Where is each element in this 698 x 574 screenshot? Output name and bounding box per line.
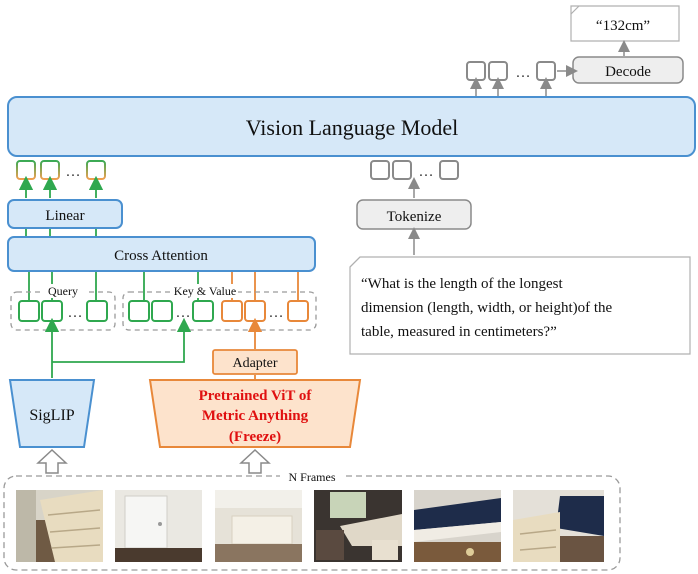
text-token — [370, 160, 390, 180]
question-note: “What is the length of the longest dimen… — [349, 256, 691, 355]
output-token — [488, 61, 508, 81]
video-frame-2 — [115, 490, 202, 562]
video-frame-6 — [513, 490, 604, 562]
output-token — [466, 61, 486, 81]
key-value-label: Key & Value — [174, 284, 236, 298]
kv-token — [151, 300, 173, 322]
tokenize-label: Tokenize — [387, 209, 442, 225]
cross-attention-label: Cross Attention — [114, 248, 208, 264]
kv-ellipsis: … — [176, 305, 191, 321]
video-frame-4 — [314, 490, 402, 562]
kv-token — [128, 300, 150, 322]
cross-attention-box: Cross Attention — [7, 236, 316, 272]
frames-to-vit-arrow — [239, 448, 271, 474]
text-token — [439, 160, 459, 180]
video-frame-5 — [414, 490, 501, 562]
output-token — [536, 61, 556, 81]
tokenize-box: Tokenize — [356, 199, 472, 230]
vit-line: Pretrained ViT of — [199, 388, 313, 404]
decode-label: Decode — [605, 64, 651, 80]
question-line: table, measured in centimeters?” — [361, 324, 557, 340]
text-tokens: … — [370, 160, 459, 180]
kv-ellipsis: … — [269, 305, 284, 321]
video-frame-1 — [16, 490, 103, 562]
vlm-label: Vision Language Model — [246, 115, 459, 140]
key-value-group: Key & Value … … — [122, 284, 317, 331]
text-token-ellipsis: … — [419, 164, 434, 180]
visual-token — [40, 160, 60, 180]
query-ellipsis: … — [68, 305, 83, 321]
vit-block: Pretrained ViT of Metric Anything (Freez… — [148, 379, 362, 448]
output-ellipsis: … — [516, 65, 531, 81]
visual-token-ellipsis: … — [66, 164, 81, 180]
query-token — [41, 300, 63, 322]
adapter-label: Adapter — [232, 356, 277, 371]
frames-group: N Frames — [3, 469, 621, 571]
frames-to-siglip-arrow — [36, 448, 68, 474]
siglip-block: SigLIP — [8, 379, 96, 448]
answer-note: “132cm” — [570, 5, 680, 42]
answer-text: “132cm” — [596, 18, 650, 34]
vit-line: (Freeze) — [229, 429, 281, 445]
visual-token — [86, 160, 106, 180]
linear-label: Linear — [45, 208, 84, 224]
query-token — [18, 300, 40, 322]
siglip-to-kv-arrow — [52, 317, 192, 363]
siglip-label: SigLIP — [29, 407, 74, 424]
kv-token — [244, 300, 266, 322]
visual-tokens: … — [16, 160, 106, 180]
output-tokens: … — [466, 61, 556, 81]
query-label: Query — [48, 284, 78, 298]
video-frame-3 — [215, 490, 302, 562]
linear-box: Linear — [7, 199, 123, 229]
question-line: dimension (length, width, or height)of t… — [361, 300, 613, 316]
decode-box: Decode — [572, 56, 684, 84]
kv-token — [192, 300, 214, 322]
query-group: Query … — [10, 284, 116, 331]
vit-line: Metric Anything — [202, 408, 309, 424]
query-token — [86, 300, 108, 322]
vlm-box: Vision Language Model — [7, 96, 696, 157]
frames-label: N Frames — [289, 470, 336, 484]
adapter-box: Adapter — [212, 349, 298, 375]
kv-token — [221, 300, 243, 322]
kv-token — [287, 300, 309, 322]
question-line: “What is the length of the longest — [361, 276, 563, 292]
visual-token — [16, 160, 36, 180]
text-token — [392, 160, 412, 180]
